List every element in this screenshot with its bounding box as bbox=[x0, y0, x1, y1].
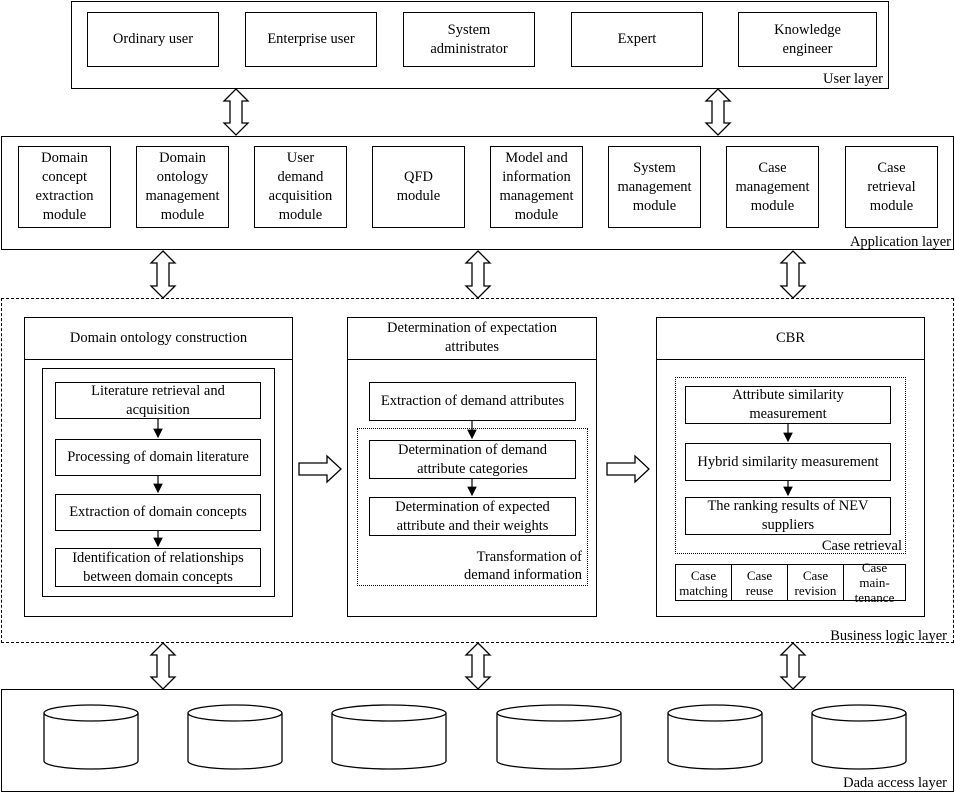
expectation-attributes-title: Determination of expectation attributes bbox=[347, 317, 597, 360]
user-layer bbox=[71, 1, 889, 89]
cycle-case-revision: Case revision bbox=[787, 564, 844, 601]
module-case-retrieval: Case retrieval module bbox=[845, 146, 938, 228]
arrow-app-logic-center bbox=[464, 250, 492, 299]
db-domain-ontology-label: Domain ontology bbox=[209, 735, 261, 769]
step-identification-relationships: Identification of relationships between … bbox=[55, 548, 261, 587]
expectation-attributes-panel bbox=[347, 317, 597, 617]
step-expected-attribute-weights: Determination of expected attribute and … bbox=[369, 497, 576, 536]
db-case-base-label: Case base bbox=[686, 744, 744, 760]
user-system-administrator: System administrator bbox=[403, 12, 535, 67]
ontology-construction-panel bbox=[24, 317, 293, 617]
cbr-title: CBR bbox=[656, 317, 925, 360]
arrow-logic-data-center bbox=[464, 642, 492, 690]
transformation-group-label: Transformation of demand information bbox=[464, 549, 582, 583]
step-hybrid-similarity: Hybrid similarity measurement bbox=[685, 443, 891, 481]
arrow-logic-data-right bbox=[779, 642, 807, 690]
step-literature-retrieval: Literature retrieval and acquisition bbox=[55, 382, 261, 419]
data-access-layer bbox=[1, 689, 954, 792]
arrow-app-logic-right bbox=[779, 250, 807, 299]
step-processing-literature: Processing of domain literature bbox=[55, 439, 261, 476]
data-access-layer-label: Dada access layer bbox=[843, 775, 947, 791]
db-demand-information-label: Demand information base bbox=[510, 734, 608, 768]
step-demand-attribute-categories: Determination of demand attribute catego… bbox=[369, 440, 576, 479]
module-case-management: Case management module bbox=[726, 146, 819, 228]
user-knowledge-engineer: Knowledge engineer bbox=[738, 12, 877, 67]
arrow-logic-data-left bbox=[149, 642, 177, 690]
ontology-construction-title: Domain ontology construction bbox=[24, 317, 293, 360]
arrow-user-app-left bbox=[222, 88, 250, 136]
db-user-information-label: User information base bbox=[339, 738, 439, 772]
step-extraction-demand-attributes: Extraction of demand attributes bbox=[369, 382, 576, 421]
module-system-management: System management module bbox=[608, 146, 701, 228]
step-ranking-results: The ranking results of NEV suppliers bbox=[685, 497, 891, 535]
case-retrieval-group bbox=[675, 377, 906, 554]
db-model-base-label: Model base bbox=[825, 744, 893, 760]
user-enterprise: Enterprise user bbox=[245, 12, 377, 67]
arrow-user-app-right bbox=[704, 88, 732, 136]
cycle-case-maintenance: Case main- tenance bbox=[843, 560, 906, 605]
user-ordinary: Ordinary user bbox=[87, 12, 219, 67]
ontology-steps-frame bbox=[42, 368, 275, 597]
cycle-case-reuse: Case reuse bbox=[731, 564, 788, 601]
module-domain-ontology-management: Domain ontology management module bbox=[136, 146, 229, 228]
user-layer-label: User layer bbox=[823, 71, 883, 87]
module-domain-concept-extraction: Domain concept extraction module bbox=[18, 146, 111, 228]
module-model-information-management: Model and information management module bbox=[490, 146, 583, 228]
step-extraction-concepts: Extraction of domain concepts bbox=[55, 494, 261, 531]
module-qfd: QFD module bbox=[372, 146, 465, 228]
module-user-demand-acquisition: User demand acquisition module bbox=[254, 146, 347, 228]
db-literature-label: Literature database bbox=[62, 735, 120, 769]
cycle-case-matching: Case matching bbox=[675, 564, 732, 601]
arrow-app-logic-left bbox=[149, 250, 177, 299]
user-expert: Expert bbox=[571, 12, 703, 67]
case-retrieval-group-label: Case retrieval bbox=[821, 538, 902, 554]
application-layer-label: Application layer bbox=[849, 234, 951, 250]
business-logic-layer-label: Business logic layer bbox=[830, 628, 947, 644]
application-layer bbox=[1, 136, 954, 250]
cbr-panel bbox=[656, 317, 925, 617]
step-attribute-similarity: Attribute similarity measurement bbox=[685, 386, 891, 424]
